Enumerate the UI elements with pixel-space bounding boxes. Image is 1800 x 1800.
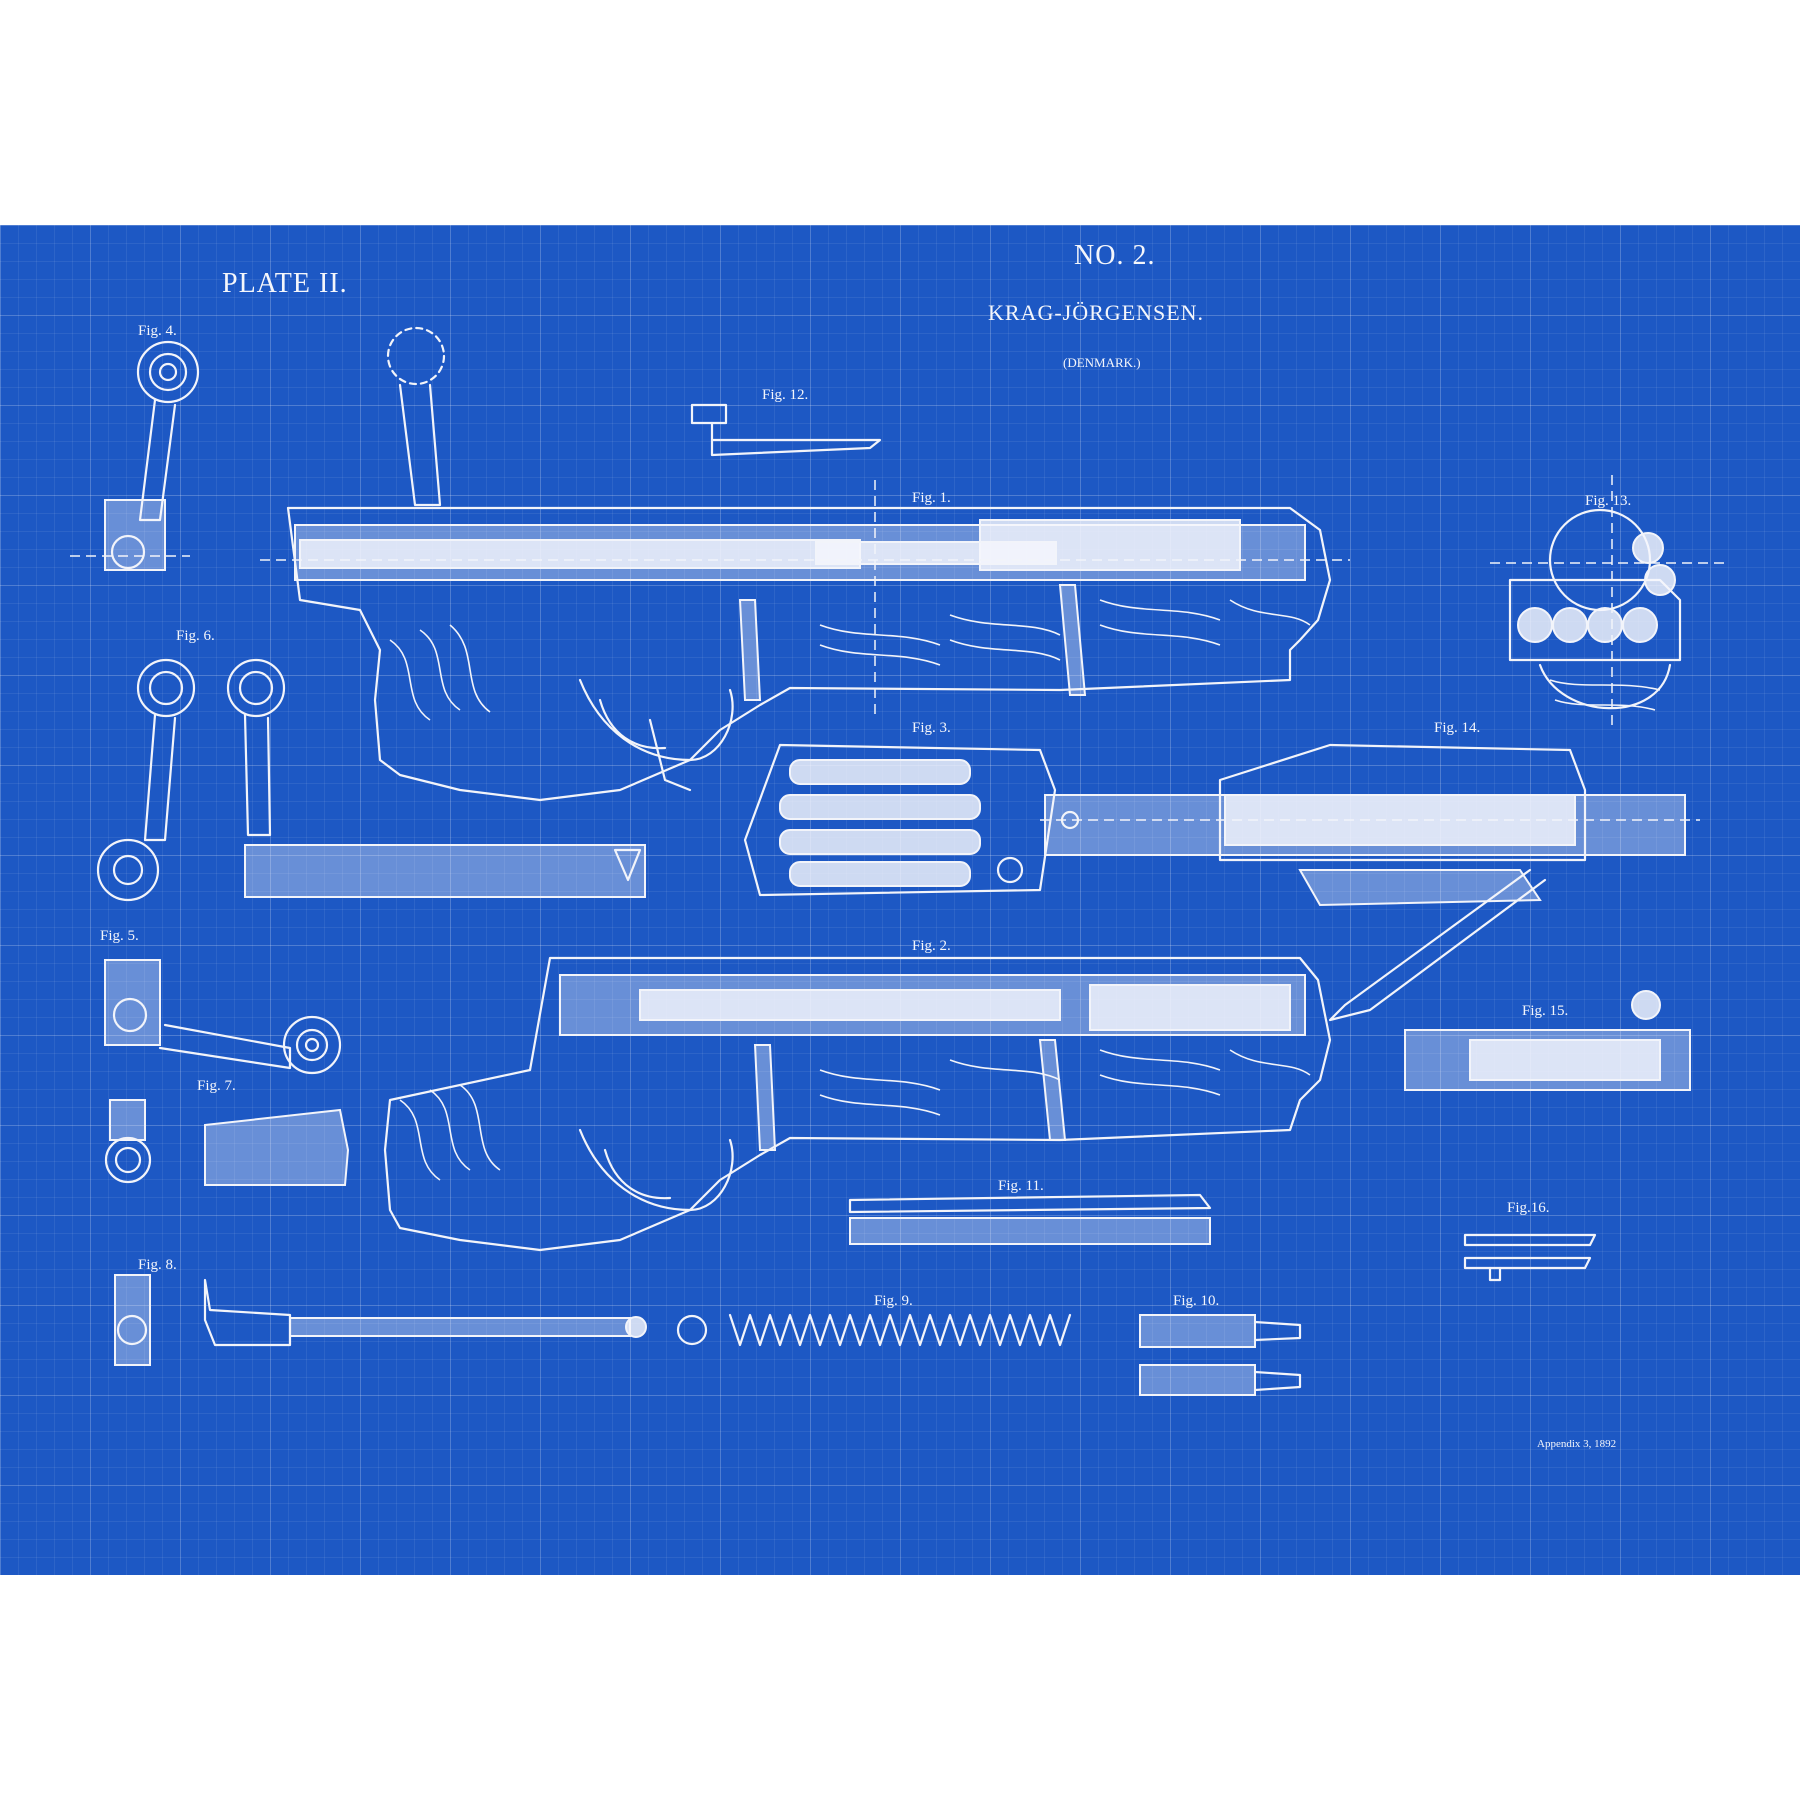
fig14-label: Fig. 14. [1434, 720, 1481, 736]
plate-number: NO. 2. [1074, 240, 1156, 271]
fig1-rifle [260, 326, 1350, 802]
fig11-label: Fig. 11. [998, 1178, 1044, 1194]
fig5-bolt-head [104, 959, 342, 1075]
fig8-firing-pin [114, 1274, 647, 1366]
fig10-extractor [1139, 1314, 1302, 1396]
fig7-parts [104, 1099, 350, 1186]
plate-label: PLATE II. [222, 268, 348, 299]
fig15-label: Fig. 15. [1522, 1003, 1569, 1019]
fig14-breech [1040, 743, 1700, 1022]
fig8-label: Fig. 8. [138, 1257, 177, 1273]
fig5-label: Fig. 5. [100, 928, 139, 944]
fig3-label: Fig. 3. [912, 720, 951, 736]
fig4-bolt-handle [70, 340, 200, 571]
fig9-spring [676, 1313, 1072, 1347]
country-label: (DENMARK.) [1063, 355, 1141, 370]
rifle-name: KRAG-JÖRGENSEN. [988, 300, 1205, 325]
fig9-label: Fig. 9. [874, 1293, 913, 1309]
fig13-section [1490, 475, 1730, 725]
fig2-label: Fig. 2. [912, 938, 951, 954]
fig4-label: Fig. 4. [138, 323, 177, 339]
fig16-label: Fig.16. [1507, 1200, 1550, 1216]
fig10-label: Fig. 10. [1173, 1293, 1220, 1309]
appendix-note: Appendix 3, 1892 [1537, 1438, 1617, 1450]
fig13-label: Fig. 13. [1585, 493, 1632, 509]
fig2-rifle [383, 956, 1332, 1252]
fig12-part [690, 403, 882, 457]
fig11-ejector [848, 1193, 1212, 1245]
fig6-label: Fig. 6. [176, 628, 215, 644]
fig6-bolt [96, 658, 646, 902]
fig12-label: Fig. 12. [762, 387, 809, 403]
fig1-label: Fig. 1. [912, 490, 951, 506]
fig16-part [1463, 1233, 1597, 1282]
fig3-magazine [743, 743, 1057, 897]
fig7-label: Fig. 7. [197, 1078, 236, 1094]
fig15-part [1404, 990, 1691, 1091]
